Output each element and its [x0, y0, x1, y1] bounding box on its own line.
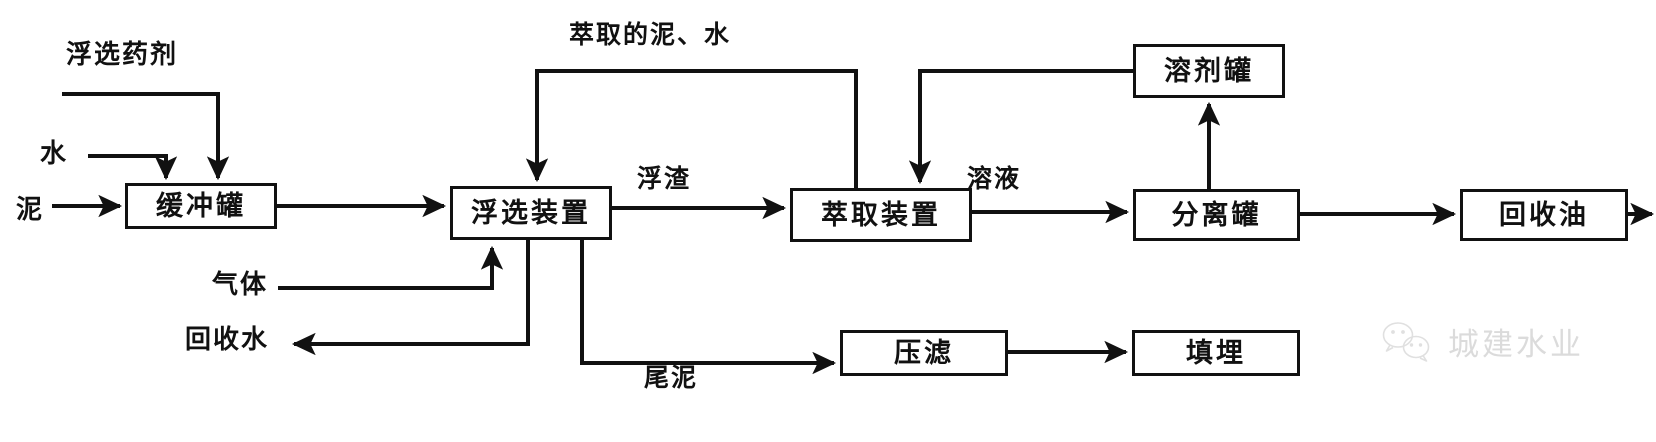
- io-label-water-input: 水: [40, 139, 69, 169]
- io-label-gas-input: 气体: [212, 270, 269, 300]
- node-recovered-oil[interactable]: 回收油: [1460, 189, 1628, 241]
- node-label-buffer-tank: 缓冲罐: [156, 190, 246, 222]
- node-label-solvent-tank: 溶剂罐: [1164, 55, 1254, 87]
- edge-label-tail-mud: 尾泥: [644, 363, 699, 392]
- io-label-sludge-input: 泥: [16, 195, 45, 225]
- edge-water-to-buffer: [88, 154, 178, 181]
- node-label-flotation-device: 浮选装置: [471, 197, 591, 229]
- node-solvent-tank[interactable]: 溶剂罐: [1133, 44, 1285, 98]
- edge-gas-to-flotation: [278, 245, 504, 290]
- io-label-flotation-agent: 浮选药剂: [66, 40, 179, 70]
- node-separator-tank[interactable]: 分离罐: [1133, 189, 1300, 241]
- node-label-landfill: 填埋: [1186, 337, 1246, 369]
- io-label-recycled-water: 回收水: [185, 325, 270, 355]
- edge-solventtank-to-extraction: [908, 69, 1133, 185]
- edge-label-extracted-mud-water: 萃取的泥、水: [569, 20, 732, 49]
- node-label-filter-press: 压滤: [894, 337, 954, 369]
- node-label-separator-tank: 分离罐: [1171, 199, 1262, 231]
- node-buffer-tank[interactable]: 缓冲罐: [125, 183, 277, 229]
- edge-label-solution: 溶液: [967, 164, 1022, 193]
- watermark: 城建水业: [1378, 318, 1584, 364]
- edge-extraction-to-flotation-return: [525, 69, 858, 188]
- node-landfill[interactable]: 填埋: [1132, 330, 1300, 376]
- edge-agent-to-buffer: [62, 92, 230, 181]
- edge-label-froth: 浮渣: [637, 164, 692, 193]
- node-label-extraction-device: 萃取装置: [821, 199, 941, 231]
- node-flotation-device[interactable]: 浮选装置: [450, 186, 612, 240]
- wechat-icon: [1382, 322, 1430, 362]
- node-filter-press[interactable]: 压滤: [840, 330, 1008, 376]
- node-label-recovered-oil: 回收油: [1499, 199, 1589, 231]
- watermark-text: 城建水业: [1448, 326, 1584, 363]
- node-extraction-device[interactable]: 萃取装置: [790, 188, 972, 242]
- edge-flotation-to-filterpress: [580, 240, 837, 375]
- edge-flotation-to-recycled-water: [291, 240, 530, 356]
